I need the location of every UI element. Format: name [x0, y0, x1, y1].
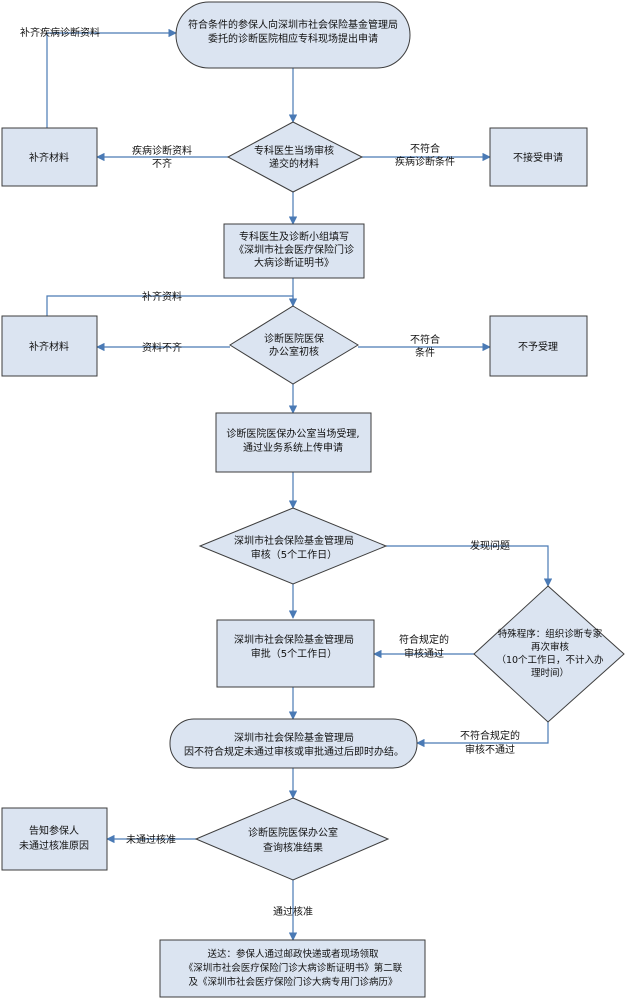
node-deliver-label-line: 送达：参保人通过邮政快递或者现场领取	[207, 948, 379, 960]
node-supplement2-label: 补齐材料	[29, 340, 69, 353]
edge-supp-info-label-line: 补齐资料	[142, 290, 182, 303]
node-finish-label-line: 因不符合规定未通过审核或审批通过后即时办结。	[184, 745, 404, 758]
node-reject1-shape	[489, 127, 588, 187]
edge-incomplete2-label-line: 资料不齐	[142, 341, 182, 354]
node-upload-shape	[215, 412, 372, 473]
edge-pass-special-label: 符合规定的审核通过	[399, 633, 449, 660]
edge-found-issue-label-line: 发现问题	[470, 539, 510, 552]
node-special-label-line: （10个工作日，不计入办	[496, 654, 604, 666]
node-reject2-label: 不予受理	[518, 341, 558, 353]
node-upload-label-line: 诊断医院医保办公室当场受理,	[226, 427, 359, 440]
node-fundapprove-label-line: 审批（5个工作日）	[251, 647, 337, 660]
edge-supp-diag-label: 补齐疾病诊断资料	[20, 26, 100, 39]
node-deliver-label: 送达：参保人通过邮政快递或者现场领取《深圳市社会医疗保险门诊大病诊断证明书》第二…	[184, 948, 403, 988]
node-fillcert-label-line: 《深圳市社会医疗保险门诊	[234, 243, 354, 256]
edge-not-approved-label: 未通过核准	[126, 833, 176, 846]
edge-notmeet1-label: 不符合疾病诊断条件	[395, 142, 455, 168]
edge-not-approved-label-line: 未通过核准	[126, 833, 176, 846]
node-start-label-line: 委托的诊断医院相应专科现场提出申请	[208, 32, 378, 45]
node-reject2-shape	[489, 315, 588, 377]
node-deliver-label-line: 及《深圳市社会医疗保险门诊大病专用门诊病历》	[188, 976, 397, 988]
node-fillcert-label-line: 专科医生及诊断小组填写	[239, 230, 349, 243]
node-review2-label-line: 诊断医院医保	[264, 332, 324, 345]
node-start-label-line: 符合条件的参保人向深圳市社会保险基金管理局	[188, 18, 398, 31]
node-query-label: 诊断医院医保办公室查询核准结果	[248, 826, 338, 854]
edge-supp-info-label: 补齐资料	[142, 290, 182, 303]
edge-approved-label: 通过核准	[273, 905, 313, 918]
node-supplement1-label: 补齐材料	[29, 151, 69, 164]
node-supplement1-shape	[1, 127, 98, 187]
node-deliver-shape	[159, 939, 426, 998]
node-fundapprove-shape	[216, 619, 375, 688]
node-query-shape	[194, 797, 390, 881]
connectors	[46, 28, 553, 941]
node-special-shape	[473, 585, 625, 723]
node-fundreview-label-line: 审核（5个工作日）	[251, 548, 337, 561]
node-review1-label-line: 递交的材料	[269, 157, 319, 170]
node-review1-shape	[226, 121, 364, 193]
node-review2-shape	[229, 305, 359, 385]
edge-fail-special-label: 不符合规定的审核不通过	[460, 729, 520, 756]
node-special-label-line: 特殊程序：组织诊断专家	[498, 628, 603, 640]
edge-supplement1-start	[46, 28, 177, 128]
node-reject2-label-line: 不予受理	[518, 341, 558, 353]
edge-supplement2-review2	[46, 295, 294, 316]
node-notify-label-line: 未通过核准原因	[19, 839, 89, 852]
node-supplement2-shape	[1, 315, 98, 377]
node-start-label: 符合条件的参保人向深圳市社会保险基金管理局委托的诊断医院相应专科现场提出申请	[188, 18, 398, 45]
node-fundapprove-label-line: 深圳市社会保险基金管理局	[234, 633, 354, 646]
node-special-label: 特殊程序：组织诊断专家再次审核（10个工作日，不计入办理时间）	[496, 628, 604, 679]
node-fillcert-label: 专科医生及诊断小组填写《深圳市社会医疗保险门诊大病诊断证明书》	[234, 230, 354, 269]
edge-incomplete1-label-line: 疾病诊断资料	[132, 144, 192, 157]
edge-incomplete1-label: 疾病诊断资料不齐	[132, 144, 192, 170]
node-fillcert-label-line: 大病诊断证明书》	[254, 256, 334, 269]
node-fillcert-shape	[223, 223, 365, 279]
node-fundreview-label-line: 深圳市社会保险基金管理局	[234, 534, 354, 547]
node-reject1-label-line: 不接受申请	[513, 151, 563, 164]
node-reject1-label: 不接受申请	[513, 151, 563, 164]
edge-fail-special-label-line: 审核不通过	[465, 743, 515, 756]
edge-pass-special-label-line: 符合规定的	[399, 633, 449, 646]
edge-notmeet2-label-line: 不符合	[410, 333, 440, 346]
edge-approved-label-line: 通过核准	[273, 905, 313, 918]
edge-special-finish	[416, 720, 549, 748]
node-finish-label: 深圳市社会保险基金管理局因不符合规定未通过审核或审批通过后即时办结。	[184, 731, 404, 758]
edge-incomplete2-label: 资料不齐	[142, 341, 182, 354]
node-notify-label: 告知参保人未通过核准原因	[19, 824, 89, 852]
edge-supp-diag-label-line: 补齐疾病诊断资料	[20, 26, 100, 39]
node-review1-label-line: 专科医生当场审核	[254, 144, 334, 157]
edge-fundreview-special	[386, 545, 553, 587]
edge-fail-special-label-line: 不符合规定的	[460, 729, 520, 742]
edge-notmeet1-label-line: 不符合	[410, 142, 440, 155]
node-fundreview-shape	[198, 507, 388, 585]
node-upload-label-line: 通过业务系统上传申请	[243, 441, 343, 454]
node-notify-shape	[1, 807, 108, 871]
edge-notmeet2-label-line: 条件	[415, 346, 435, 359]
node-supplement2-label-line: 补齐材料	[29, 340, 69, 353]
node-review2-label-line: 办公室初核	[269, 345, 319, 358]
edge-pass-special-label-line: 审核通过	[404, 647, 444, 660]
node-fundreview-label: 深圳市社会保险基金管理局审核（5个工作日）	[234, 534, 354, 561]
node-review1-label: 专科医生当场审核递交的材料	[254, 144, 334, 170]
node-special-label-line: 再次审核	[531, 641, 570, 653]
node-query-label-line: 诊断医院医保办公室	[248, 826, 338, 839]
node-notify-label-line: 告知参保人	[29, 824, 79, 837]
edge-incomplete1-label-line: 不齐	[152, 157, 172, 170]
edge-found-issue-label: 发现问题	[470, 539, 510, 552]
node-special-label-line: 理时间）	[531, 667, 569, 679]
node-review2-label: 诊断医院医保办公室初核	[264, 332, 324, 358]
node-upload-label: 诊断医院医保办公室当场受理,通过业务系统上传申请	[226, 427, 359, 454]
node-deliver-label-line: 《深圳市社会医疗保险门诊大病诊断证明书》第二联	[184, 962, 403, 974]
node-finish-label-line: 深圳市社会保险基金管理局	[234, 731, 354, 744]
edge-notmeet2-label: 不符合条件	[410, 333, 440, 359]
node-finish-shape	[169, 718, 418, 769]
edge-notmeet1-label-line: 疾病诊断条件	[395, 155, 455, 168]
node-start-shape	[175, 1, 411, 69]
node-query-label-line: 查询核准结果	[263, 841, 323, 854]
node-fundapprove-label: 深圳市社会保险基金管理局审批（5个工作日）	[234, 633, 354, 660]
node-supplement1-label-line: 补齐材料	[29, 151, 69, 164]
